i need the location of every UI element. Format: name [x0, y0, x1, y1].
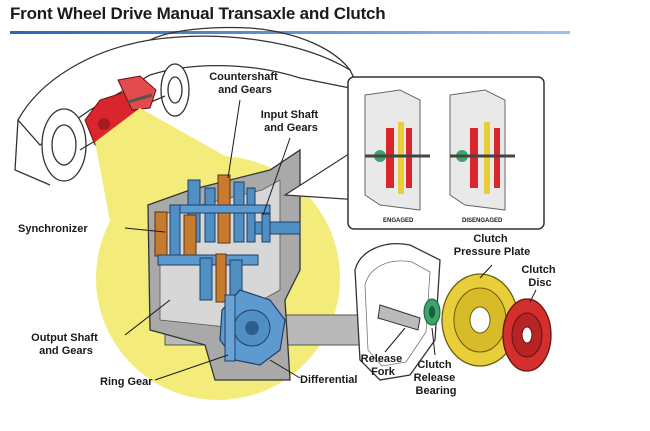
title-underline	[10, 31, 570, 34]
label-synchronizer: Synchronizer	[18, 223, 88, 235]
bell-housing	[354, 243, 441, 381]
output-shaft-gears	[154, 204, 259, 303]
pressure-plate-part	[441, 273, 519, 367]
label-input-shaft: Input Shaft and Gears	[261, 109, 322, 134]
release-bearing-part	[423, 298, 441, 326]
engaged-view	[364, 89, 430, 211]
disengaged-label: DISENGAGED	[462, 218, 503, 224]
disengaged-view	[449, 89, 515, 211]
clutch-inset: ENGAGED DISENGAGED	[347, 76, 545, 230]
label-release-fork: Release Fork	[361, 353, 406, 378]
input-shaft	[254, 213, 301, 243]
label-clutch-disc: Clutch Disc	[521, 264, 558, 289]
leader-lines	[124, 99, 537, 381]
label-pressure-plate: Clutch Pressure Plate	[454, 233, 530, 258]
label-output-shaft: Output Shaft and Gears	[31, 332, 101, 357]
label-release-bearing: Clutch Release Bearing	[414, 359, 459, 397]
label-differential: Differential	[300, 374, 357, 386]
car-outline	[14, 26, 362, 186]
engaged-label: ENGAGED	[383, 218, 414, 224]
differential-assembly	[219, 289, 286, 366]
clutch-disc-part	[502, 298, 552, 372]
label-ring-gear: Ring Gear	[100, 376, 153, 388]
label-countershaft: Countershaft and Gears	[209, 71, 281, 96]
page-title: Front Wheel Drive Manual Transaxle and C…	[10, 4, 386, 23]
